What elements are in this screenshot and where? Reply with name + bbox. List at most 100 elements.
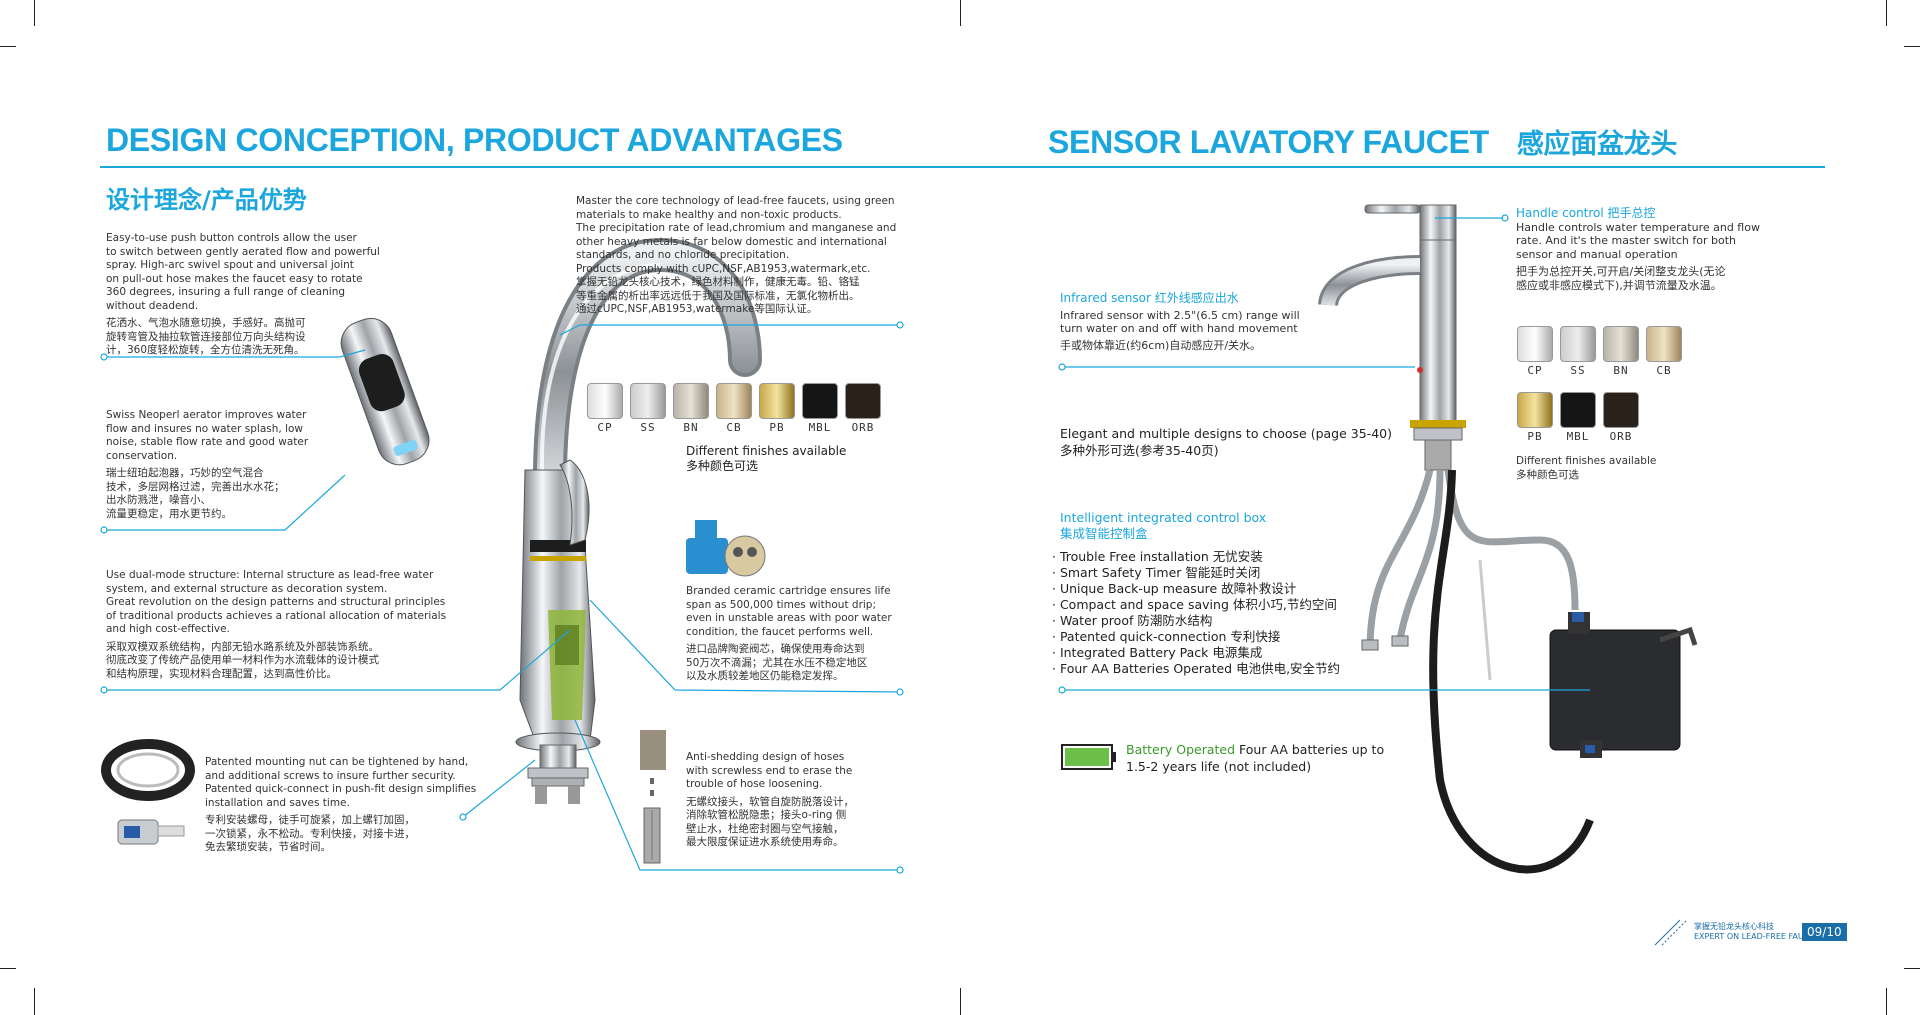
- mounting-en-line: and additional screws to insure further …: [205, 769, 456, 782]
- infrared-cn-line: 手或物体靠近(约6cm)自动感应开/关水。: [1060, 338, 1262, 352]
- crop-mark: [34, 988, 35, 1015]
- dualmode-cn-line: 采取双模双系统结构，内部无铅水路系统及外部装饰系统。: [106, 640, 379, 653]
- handle-en-line: Handle controls water temperature and fl…: [1516, 220, 1760, 234]
- finish-code: CP: [597, 421, 613, 434]
- mounting-nut-icon: [101, 739, 195, 845]
- hose-en-line: with screwless end to erase the: [686, 764, 853, 777]
- finish-code: MBL: [1566, 430, 1590, 443]
- infrared-heading: Infrared sensor 红外线感应出水: [1060, 291, 1239, 305]
- handle-heading: Handle control 把手总控: [1516, 206, 1656, 220]
- designs-text: Elegant and multiple designs to choose (…: [1060, 425, 1392, 459]
- intro-text: Master the core technology of lead-free …: [576, 195, 896, 317]
- hose-en-line: trouble of hose loosening.: [686, 778, 823, 790]
- finish-ss: SS: [1559, 326, 1597, 377]
- finish-swatches-left: CP SS BN CB PB MBL ORB: [586, 383, 887, 434]
- intro-en-line: standards, and no chloride precipitation…: [576, 249, 790, 261]
- control-box-features: · Trouble Free installation 无忧安装 · Smart…: [1052, 549, 1340, 677]
- pushbutton-text: Easy-to-use push button controls allow t…: [106, 232, 380, 358]
- footer-logo-cn: 掌握无铅龙头核心科技: [1694, 922, 1774, 931]
- mounting-text: Patented mounting nut can be tightened b…: [205, 756, 476, 855]
- header-rule: [100, 166, 1825, 168]
- finish-code: CB: [1656, 364, 1672, 377]
- mounting-cn-line: 免去繁琐安装，节省时间。: [205, 841, 331, 853]
- control-box-heading: Intelligent integrated control box 集成智能控…: [1060, 510, 1266, 542]
- feature-item: · Unique Back-up measure 故障补救设计: [1052, 581, 1297, 596]
- aerator-cn-line: 流量更稳定，用水更节约。: [106, 507, 232, 520]
- finish-code: CB: [726, 421, 742, 434]
- finishes-label-right: Different finishes available 多种颜色可选: [1516, 455, 1656, 482]
- pushbutton-cn-line: 计，360度轻松旋转，全方位清洗无死角。: [106, 344, 305, 356]
- aerator-text: Swiss Neoperl aerator improves water flo…: [106, 409, 308, 521]
- finish-ss: SS: [629, 383, 667, 434]
- finish-code: ORB: [1609, 430, 1633, 443]
- right-title-en: SENSOR LAVATORY FAUCET: [1048, 124, 1489, 160]
- pushbutton-en-line: Easy-to-use push button controls allow t…: [106, 232, 357, 244]
- battery-highlight: Battery Operated: [1126, 742, 1236, 757]
- finish-code: SS: [1570, 364, 1586, 377]
- aerator-cn-line: 技术，多层网格过滤，完善出水水花；: [106, 480, 285, 493]
- ceramic-cartridge-icon: [686, 520, 766, 577]
- page-number: 09/10: [1802, 923, 1847, 941]
- finish-mbl: MBL: [1559, 392, 1597, 443]
- battery-text: Battery Operated Four AA batteries up to…: [1126, 741, 1384, 775]
- intro-en-line: The precipitation rate of lead,chromium …: [576, 222, 897, 234]
- hose-text: Anti-shedding design of hoses with screw…: [686, 751, 854, 850]
- battery-icon: [1061, 744, 1116, 770]
- cartridge-cn-line: 以及水质较差地区仍能稳定发挥。: [686, 670, 844, 682]
- hose-en-line: Anti-shedding design of hoses: [686, 751, 845, 763]
- battery-line2: 1.5-2 years life (not included): [1126, 759, 1312, 774]
- crop-mark: [1904, 46, 1920, 47]
- right-title-cn: 感应面盆龙头: [1516, 129, 1678, 159]
- hose-cn-line: 无螺纹接头，软管自旋防脱落设计，: [686, 795, 854, 808]
- mounting-en-line: Patented quick-connect in push-fit desig…: [205, 783, 477, 795]
- cartridge-en-line: Branded ceramic cartridge ensures life: [686, 585, 891, 597]
- dualmode-cn-line: 和结构原理，实现材料合理配置，达到高性价比。: [106, 667, 337, 680]
- handle-en-line: rate. And it's the master switch for bot…: [1516, 234, 1736, 247]
- finish-cp: CP: [586, 383, 624, 434]
- infrared-text: Infrared sensor 红外线感应出水 Infrared sensor …: [1060, 291, 1300, 352]
- hose-cn-line: 壁止水，杜绝密封圈与空气接触，: [686, 822, 844, 835]
- handle-control-text: Handle control 把手总控 Handle controls wate…: [1516, 206, 1760, 292]
- pushbutton-en-line: to switch between gently aerated flow an…: [106, 245, 380, 258]
- crop-mark: [0, 46, 16, 47]
- pushbutton-cn-line: 旋转弯管及抽拉软管连接部位万向头结构设: [106, 330, 306, 343]
- footer-logo-text: 掌握无铅龙头核心科技 EXPERT ON LEAD-FREE FAUCET: [1694, 922, 1819, 942]
- mounting-en-line: installation and saves time.: [205, 796, 350, 809]
- finish-code: PB: [1527, 430, 1543, 443]
- dualmode-en-line: Use dual-mode structure: Internal struct…: [106, 569, 434, 581]
- finish-cb: CB: [715, 383, 753, 434]
- finish-mbl: MBL: [801, 383, 839, 434]
- feature-item: · Trouble Free installation 无忧安装: [1052, 549, 1263, 564]
- finish-orb: ORB: [844, 383, 882, 434]
- finishes-label-cn: 多种颜色可选: [1516, 468, 1579, 481]
- finish-cb: CB: [1645, 326, 1683, 377]
- crop-mark: [34, 0, 35, 26]
- mounting-en-line: Patented mounting nut can be tightened b…: [205, 756, 469, 768]
- mounting-cn-line: 一次锁紧，永不松动。专利快接，对接卡进，: [205, 827, 415, 840]
- crop-mark: [1886, 0, 1887, 26]
- pushbutton-en-line: without deadend.: [106, 299, 199, 312]
- dualmode-en-line: and high cost-effective.: [106, 623, 230, 635]
- feature-item: · Water proof 防潮防水结构: [1052, 613, 1213, 628]
- intro-cn-line: 通过cUPC,NSF,AB1953,watermake等国际认证。: [576, 303, 818, 315]
- pushbutton-en-line: spray. High-arc swivel spout and univers…: [106, 259, 354, 271]
- feature-item: · Smart Safety Timer 智能延时关闭: [1052, 565, 1261, 580]
- intro-en-line: other heavy metals is far below domestic…: [576, 235, 887, 248]
- footer-logo-en: EXPERT ON LEAD-FREE FAUCET: [1694, 932, 1820, 941]
- handle-en-line: sensor and manual operation: [1516, 247, 1678, 261]
- feature-item: · Compact and space saving 体积小巧,节约空间: [1052, 597, 1337, 612]
- left-subtitle-cn: 设计理念/产品优势: [106, 186, 307, 214]
- aerator-cn-line: 瑞士纽珀起泡器，巧妙的空气混合: [106, 467, 264, 479]
- cartridge-cn-line: 50万次不滴漏；尤其在水压不稳定地区: [686, 656, 868, 669]
- finish-pb: PB: [758, 383, 796, 434]
- infrared-en-line: Infrared sensor with 2.5"(6.5 cm) range …: [1060, 308, 1300, 322]
- dualmode-en-line: Great revolution on the design patterns …: [106, 596, 446, 608]
- designs-cn: 多种外形可选(参考35-40页): [1060, 443, 1219, 458]
- battery-line1: Four AA batteries up to: [1235, 742, 1385, 757]
- finish-code: BN: [683, 421, 699, 434]
- mounting-cn-line: 专利安装螺母，徒手可旋紧，加上螺钉加固，: [205, 814, 415, 826]
- cartridge-text: Branded ceramic cartridge ensures life s…: [686, 585, 892, 684]
- pushbutton-en-line: 360 degrees, insuring a full range of cl…: [106, 286, 346, 298]
- aerator-en-line: conservation.: [106, 449, 178, 462]
